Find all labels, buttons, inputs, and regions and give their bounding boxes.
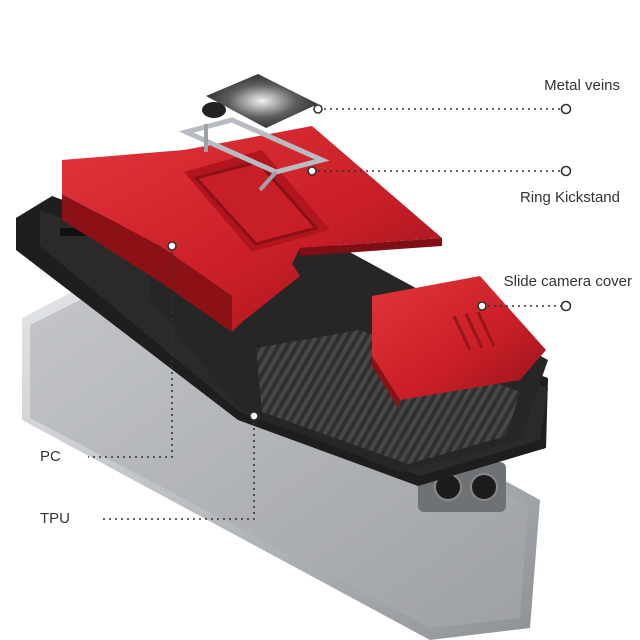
circle-marker-metal-veins (560, 103, 572, 115)
dot-metal-veins-start (313, 104, 323, 114)
circle-marker-pc (167, 241, 177, 251)
ring-kickstand (178, 117, 330, 252)
carbon-fiber-panel (256, 330, 520, 464)
leader-markers (167, 103, 572, 421)
circle-marker-ring-kickstand (560, 165, 572, 177)
dot-slide-cover-start (477, 301, 487, 311)
metal-veins-cap (202, 74, 318, 128)
dot-ring-kickstand-start (307, 166, 317, 176)
phone-body (22, 268, 540, 640)
callout-tpu: TPU (40, 510, 70, 527)
slide-camera-cover (372, 276, 546, 410)
callout-pc: PC (40, 448, 61, 465)
leader-line-pc (88, 246, 173, 458)
bumper-cutout (60, 228, 90, 236)
leader-line-tpu (102, 416, 255, 520)
callout-metal-veins: Metal veins (544, 77, 620, 94)
leader-lines (88, 108, 564, 520)
camera-lens (470, 473, 498, 501)
circle-marker-tpu (249, 411, 259, 421)
circle-marker-slide-cover (560, 300, 572, 312)
callout-slide-camera-cover: Slide camera cover (503, 273, 632, 290)
callout-ring-kickstand: Ring Kickstand (519, 189, 620, 206)
